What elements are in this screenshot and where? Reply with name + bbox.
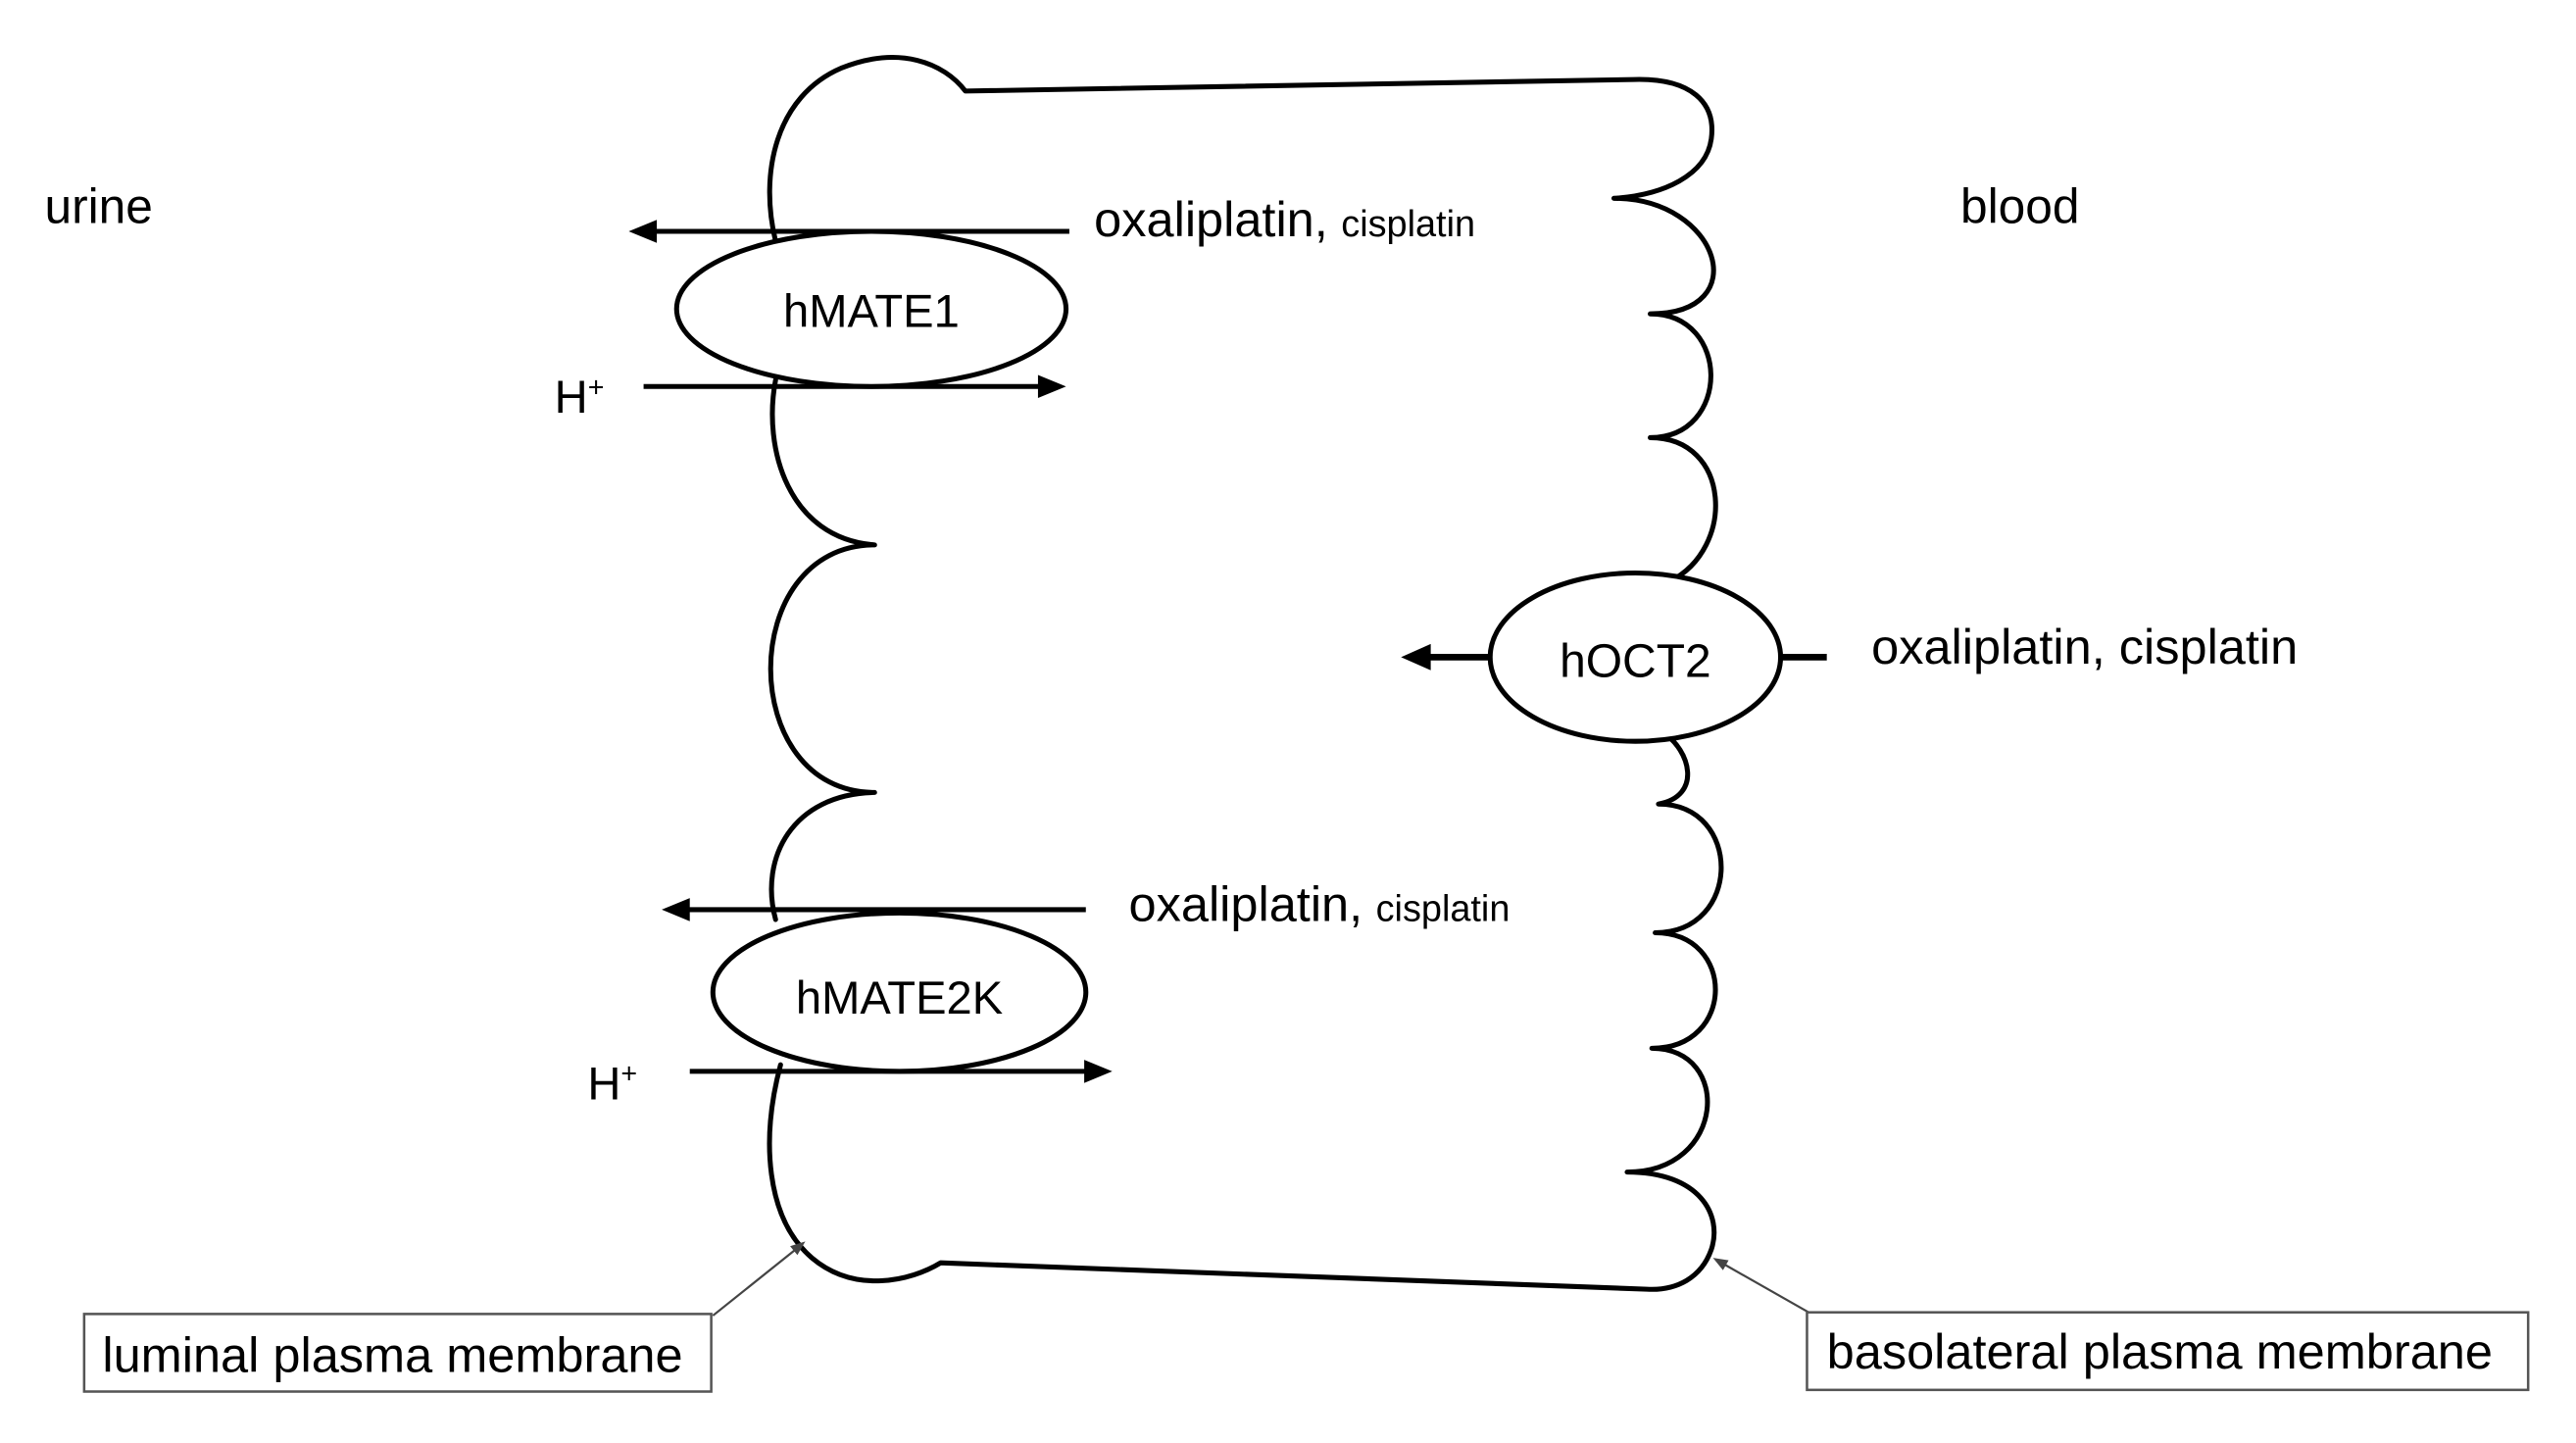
luminal-membrane-label: luminal plasma membrane — [102, 1326, 682, 1382]
arrow-head-left-icon — [662, 898, 690, 921]
callout-arrow-icon — [1712, 1258, 1729, 1270]
cisplatin-label: cisplatin — [1376, 889, 1511, 930]
basolateral-membrane-label: basolateral plasma membrane — [1827, 1323, 2493, 1379]
oxaliplatin-label: oxaliplatin, — [1129, 876, 1363, 932]
hmate1-transporter — [673, 228, 1069, 389]
hoct2-name: hOCT2 — [1560, 636, 1711, 688]
membrane-luminal-middle — [768, 376, 877, 922]
callout-pointer — [712, 1248, 797, 1317]
arrow-head-right-icon — [1037, 374, 1066, 399]
blood-label: blood — [1960, 179, 2080, 234]
callout-pointer — [1723, 1263, 1809, 1314]
basolateral-membrane-callout: basolateral plasma membrane — [1712, 1258, 2530, 1392]
hmate1-name: hMATE1 — [783, 285, 960, 337]
urine-label: urine — [44, 179, 152, 234]
arrow-head-left-icon — [628, 220, 658, 243]
proton-charge: + — [620, 1059, 637, 1090]
cell-membrane — [767, 55, 1724, 1292]
callout-arrow-icon — [790, 1241, 806, 1256]
membrane-top-and-basolateral-upper — [767, 55, 1718, 584]
proton-symbol: H — [555, 371, 588, 423]
hmate1-substrate-label: oxaliplatin, cisplatin — [1094, 191, 1475, 247]
oxaliplatin-label: oxaliplatin, — [1094, 191, 1328, 247]
callout-box — [1806, 1311, 2530, 1392]
proton-charge: + — [588, 372, 605, 403]
arrow-head-left-icon — [1401, 643, 1431, 671]
callout-box — [82, 1313, 713, 1393]
cisplatin-label: cisplatin — [1341, 204, 1475, 245]
hmate2k-transporter — [710, 910, 1089, 1074]
hoct2-substrate-label: oxaliplatin, cisplatin — [1871, 619, 2298, 674]
arrow-head-right-icon — [1084, 1060, 1113, 1083]
hmate2k-substrate-label: oxaliplatin, cisplatin — [1129, 876, 1511, 932]
hoct2-transporter — [1487, 570, 1784, 744]
hmate2k-name: hMATE2K — [796, 971, 1003, 1023]
luminal-membrane-callout: luminal plasma membrane — [82, 1241, 806, 1393]
membrane-basolateral-lower-and-bottom — [767, 730, 1724, 1292]
hmate1-proton-label: H+ — [555, 371, 605, 423]
proton-symbol: H — [587, 1058, 620, 1110]
hmate2k-substrate-arrow — [662, 898, 1086, 921]
hmate2k-proton-label: H+ — [587, 1058, 637, 1110]
